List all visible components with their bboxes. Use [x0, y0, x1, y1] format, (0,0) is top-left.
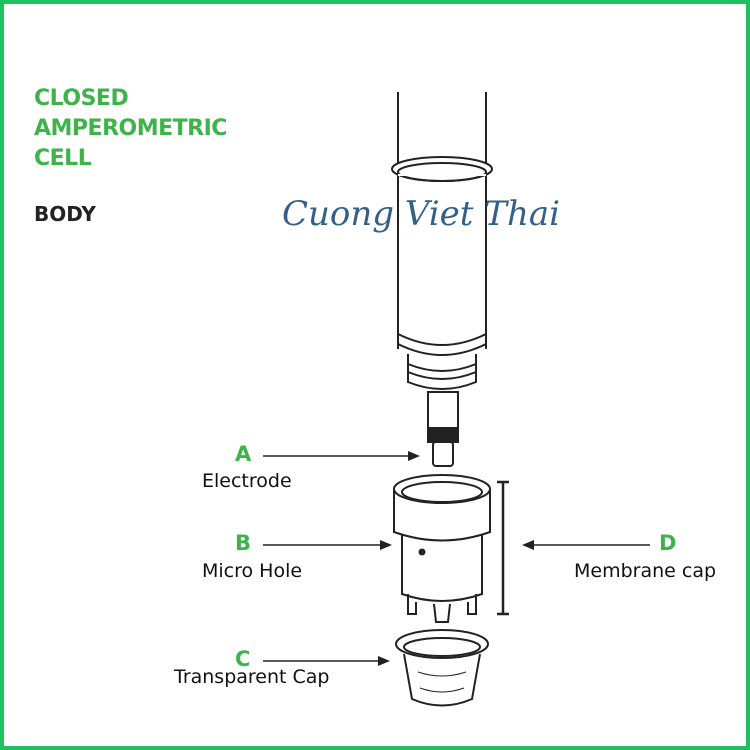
part-label-electrode: Electrode	[202, 470, 292, 492]
part-label-transparent-cap: Transparent Cap	[174, 666, 330, 688]
body-heading: BODY	[34, 202, 96, 226]
watermark-signature: Cuong Viet Thai	[282, 194, 560, 234]
part-letter-b: B	[235, 531, 252, 555]
part-label-membrane-cap: Membrane cap	[574, 560, 717, 582]
electrode-drawing	[427, 391, 459, 467]
sensor-body	[391, 92, 493, 390]
part-letter-d: D	[659, 531, 677, 555]
part-letter-c: C	[235, 647, 251, 671]
sensor-drawing	[263, 92, 650, 707]
arrows	[263, 451, 650, 666]
title-line: CELL	[34, 146, 92, 171]
membrane-cap-drawing	[393, 474, 491, 623]
title-line: CLOSED	[34, 86, 129, 111]
part-label-micro-hole: Micro Hole	[202, 560, 303, 582]
diagram-title: CLOSED AMPEROMETRIC CELL	[34, 84, 227, 174]
title-line: AMPEROMETRIC	[34, 116, 227, 141]
transparent-cap-drawing	[395, 629, 489, 707]
part-letter-a: A	[235, 442, 252, 466]
